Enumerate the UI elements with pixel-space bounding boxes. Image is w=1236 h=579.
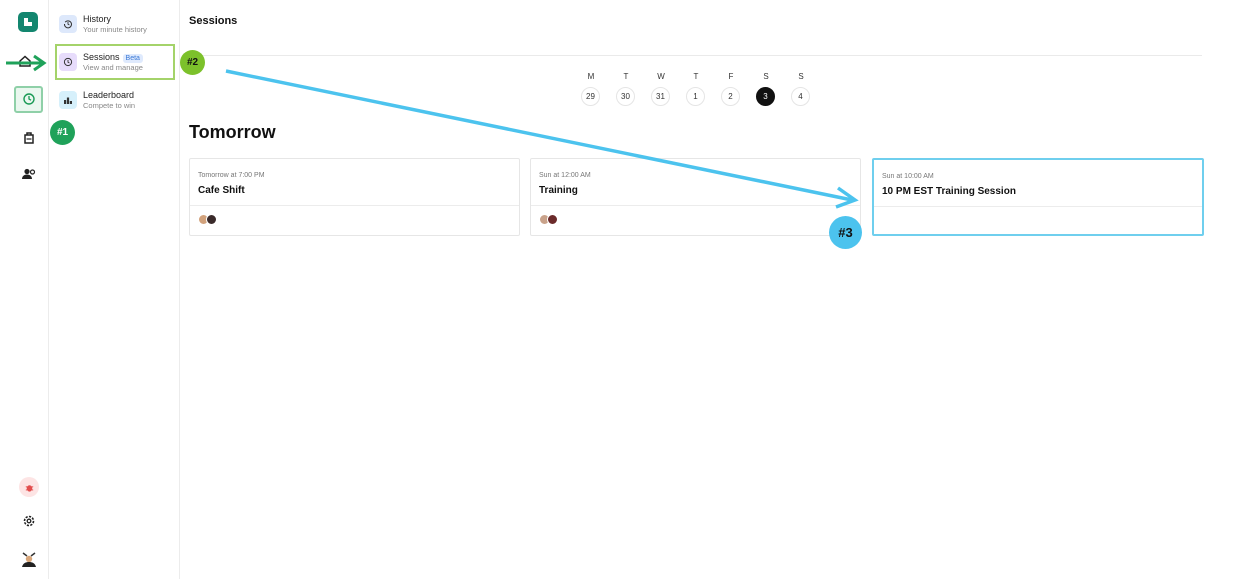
session-card[interactable]: Tomorrow at 7:00 PM Cafe Shift xyxy=(189,158,520,236)
page-title: Sessions xyxy=(189,15,238,27)
subnav-item-history[interactable]: History Your minute history xyxy=(57,8,175,40)
header-divider xyxy=(189,55,1202,56)
beta-badge: Beta xyxy=(122,53,143,63)
day-name: M xyxy=(587,72,595,81)
day-name: W xyxy=(657,72,665,81)
logo-icon[interactable] xyxy=(18,12,38,32)
subnav-label: Sessions xyxy=(83,51,120,62)
section-title: Tomorrow xyxy=(189,122,276,142)
day-date[interactable]: 2 xyxy=(721,87,740,106)
annotation-badge-3: #3 xyxy=(829,216,862,249)
subnav-label: Leaderboard xyxy=(83,89,135,100)
day-date[interactable]: 1 xyxy=(686,87,705,106)
session-card-highlighted[interactable]: Sun at 10:00 AM 10 PM EST Training Sessi… xyxy=(872,158,1204,236)
card-divider xyxy=(874,206,1202,207)
card-divider xyxy=(190,205,519,206)
leaderboard-icon xyxy=(59,91,77,109)
users-icon[interactable] xyxy=(19,164,39,184)
card-divider xyxy=(531,205,860,206)
annotation-badge-1: #1 xyxy=(50,120,75,145)
gear-icon[interactable] xyxy=(19,511,39,531)
subnav-label: History xyxy=(83,13,112,24)
day-date-selected[interactable]: 3 xyxy=(756,87,775,106)
day-name: F xyxy=(728,72,734,81)
cyan-arrow xyxy=(225,69,853,202)
day-date[interactable]: 31 xyxy=(651,87,670,106)
session-time: Sun at 10:00 AM xyxy=(882,173,934,180)
day-name: T xyxy=(693,72,699,81)
icon-rail xyxy=(0,0,49,579)
sessions-annotation-box xyxy=(55,44,175,80)
main-content: Sessions M T W T F S S 29 30 31 1 2 3 4 … xyxy=(180,0,1236,579)
participant-avatars xyxy=(198,214,217,225)
green-arrow-head xyxy=(33,54,47,72)
avatar xyxy=(547,214,558,225)
session-time: Sun at 12:00 AM xyxy=(539,172,591,179)
cyan-arrow-head xyxy=(835,186,859,209)
clock-icon xyxy=(59,53,77,71)
day-date[interactable]: 4 xyxy=(791,87,810,106)
subnav-item-leaderboard[interactable]: Leaderboard Compete to win xyxy=(57,84,175,116)
subnav-sub: Your minute history xyxy=(83,24,147,34)
session-time: Tomorrow at 7:00 PM xyxy=(198,172,265,179)
day-name: T xyxy=(623,72,629,81)
day-name: S xyxy=(763,72,769,81)
session-card[interactable]: Sun at 12:00 AM Training xyxy=(530,158,861,236)
subnav-sub: Compete to win xyxy=(83,100,136,110)
annotation-badge-2: #2 xyxy=(180,50,205,75)
day-date[interactable]: 30 xyxy=(616,87,635,106)
day-name: S xyxy=(798,72,804,81)
subnav-sub: View and manage xyxy=(83,62,143,72)
rail-active-highlight xyxy=(14,86,43,113)
session-title: Cafe Shift xyxy=(198,185,245,196)
bug-icon[interactable] xyxy=(19,477,39,497)
history-icon xyxy=(59,15,77,33)
avatar[interactable] xyxy=(19,549,39,569)
day-date[interactable]: 29 xyxy=(581,87,600,106)
avatar xyxy=(206,214,217,225)
participant-avatars xyxy=(539,214,558,225)
history-icon[interactable] xyxy=(19,89,39,109)
session-title: 10 PM EST Training Session xyxy=(882,186,1016,197)
backpack-icon[interactable] xyxy=(19,127,39,147)
session-title: Training xyxy=(539,185,578,196)
